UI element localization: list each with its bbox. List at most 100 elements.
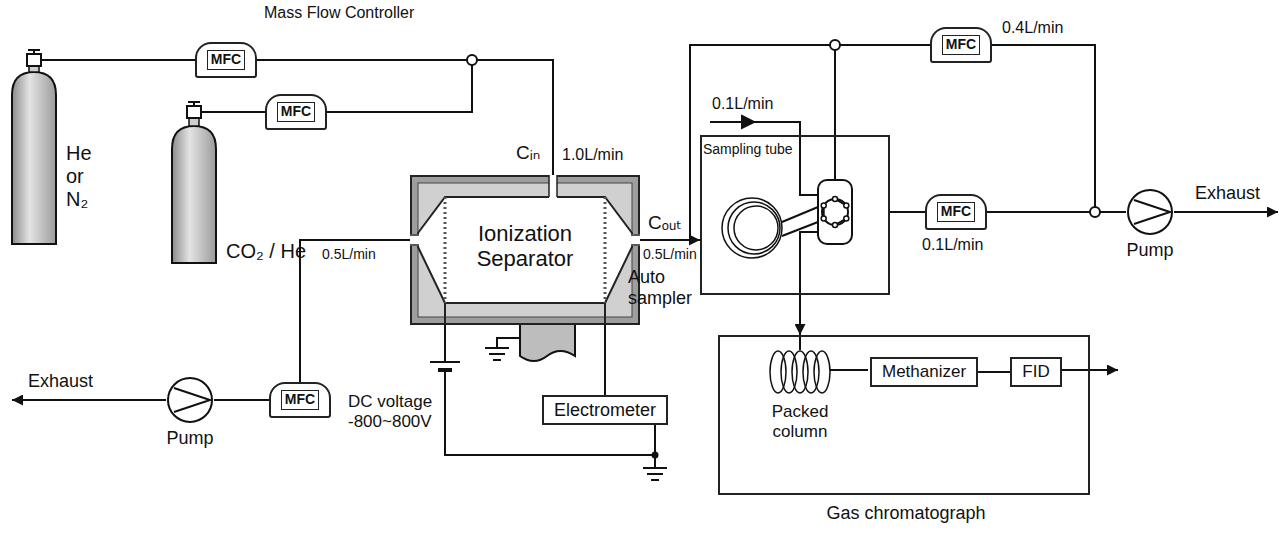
circuit-wire [654, 425, 656, 468]
flow-rate: 0.1L/min [712, 95, 773, 113]
mfc-label: MFC [937, 202, 975, 221]
ground-wire [497, 338, 520, 348]
outlet-pipe [41, 59, 60, 61]
mfc-label: MFC [277, 102, 315, 121]
text-holder: MFC [281, 390, 319, 409]
box-label: FID [1022, 362, 1049, 382]
pipe-connector [327, 60, 553, 175]
text-holder: Electrometer [554, 400, 656, 421]
text-holder: FID [1022, 362, 1049, 382]
text-holder: MFC [207, 50, 245, 69]
carrier-pipe [710, 122, 818, 195]
gas-label: He or N₂ [66, 142, 110, 211]
pipe-connector [799, 295, 801, 335]
valve-port [833, 223, 838, 228]
mfc-label: MFC [281, 390, 319, 409]
sampling-coil [722, 198, 782, 258]
ground-symbol [643, 468, 667, 480]
cylinder-valve [27, 54, 41, 66]
pipe-connector [992, 45, 1126, 212]
valve-port [844, 216, 849, 221]
cylinder-valve [187, 106, 201, 118]
label-holder: Cᵢₙ [516, 142, 540, 164]
column-pipe [830, 369, 868, 371]
pipe-connector [640, 45, 930, 240]
electrometer-box: Electrometer [542, 395, 668, 425]
ionization-separator: Ionization Separator [410, 175, 640, 325]
text-holder: Auto sampler [628, 267, 698, 308]
label-holder: 0.5L/min [643, 246, 697, 262]
group-label: Auto sampler [628, 267, 698, 308]
switching-valve [818, 180, 852, 244]
text-holder: Mass Flow Controller [264, 4, 356, 22]
flow-rate: 0.4L/min [1002, 19, 1063, 37]
mass-flow-controller: Mass Flow ControllerMFC [195, 42, 257, 78]
inlet-label: Cᵢₙ [516, 142, 540, 164]
flow-rate: 1.0L/min [562, 146, 623, 164]
port [630, 234, 640, 246]
pump: Pump [1126, 188, 1174, 236]
text-holder: Pump [1110, 240, 1190, 261]
detector-box: FID [1010, 357, 1062, 387]
pump-symbol [166, 376, 214, 424]
pipe-connector [640, 239, 700, 241]
pipe-connector [604, 325, 606, 395]
mass-flow-controller: MFC [930, 27, 992, 63]
label-holder: 0.1L/min [922, 236, 983, 254]
packed-column-coil [770, 351, 830, 393]
text-holder: Gas chromatograph [720, 503, 1092, 524]
cylinder-outline [168, 104, 220, 264]
pipe-connector [60, 59, 195, 61]
ionization-chamber [418, 197, 632, 303]
valve-port [821, 203, 826, 208]
auto-sampler: Auto sampler [700, 135, 890, 295]
housing-frame [411, 176, 639, 324]
pipe-connector [300, 240, 410, 382]
mfc-label: MFC [942, 35, 980, 54]
label-holder: DC voltage -800~800V [348, 392, 436, 431]
label-holder: 0.1L/min [712, 95, 773, 113]
column-pipe [799, 335, 801, 350]
gas-label: CO₂ / He [226, 240, 306, 263]
pipe-connector [978, 371, 1010, 373]
exhaust-label: Exhaust [1195, 183, 1260, 204]
pipe-junction [467, 55, 477, 65]
group-label: Gas chromatograph [720, 503, 1092, 524]
branch-pipe [834, 45, 836, 180]
pump-symbol [1126, 188, 1174, 236]
electrode-wire [444, 325, 446, 362]
ground-symbol [485, 348, 509, 360]
flow-rate: 0.5L/min [643, 246, 697, 262]
pump-body [1128, 190, 1172, 234]
mesh-electrode [445, 197, 605, 303]
pump: Pump [166, 376, 214, 424]
cylinder-body [172, 126, 216, 263]
outlet-label: Cₒᵤₜ [648, 212, 682, 234]
gas-cylinder: CO₂ / He [168, 104, 220, 264]
outlet-pipe [201, 111, 220, 113]
label-holder: Exhaust [28, 371, 93, 392]
device-caption: Mass Flow Controller [264, 4, 356, 22]
text-holder: He or N₂ [66, 142, 110, 211]
label-holder: Packed column [752, 402, 848, 441]
pipe-connector [214, 399, 269, 401]
label-holder: Cₒᵤₜ [648, 212, 682, 234]
label-holder: Sampling tube [703, 141, 793, 157]
text-holder: Pump [150, 428, 230, 449]
column-pipe [800, 232, 818, 295]
mass-flow-controller: MFC [265, 94, 327, 130]
text-holder: MFC [942, 35, 980, 54]
flow-arrowhead [742, 116, 754, 128]
sampling-coil [734, 206, 778, 250]
pump-label: Pump [1110, 240, 1190, 261]
valve-port [844, 203, 849, 208]
pipe-connector [220, 111, 265, 113]
pipe-junction [1090, 207, 1100, 217]
pump-rotor [1134, 200, 1170, 224]
pipe-connector [257, 60, 553, 175]
separator-label: Ionization Separator [450, 221, 600, 272]
voltage-label: DC voltage -800~800V [348, 392, 436, 431]
text-holder: MFC [937, 202, 975, 221]
part-label: Packed column [752, 402, 848, 441]
